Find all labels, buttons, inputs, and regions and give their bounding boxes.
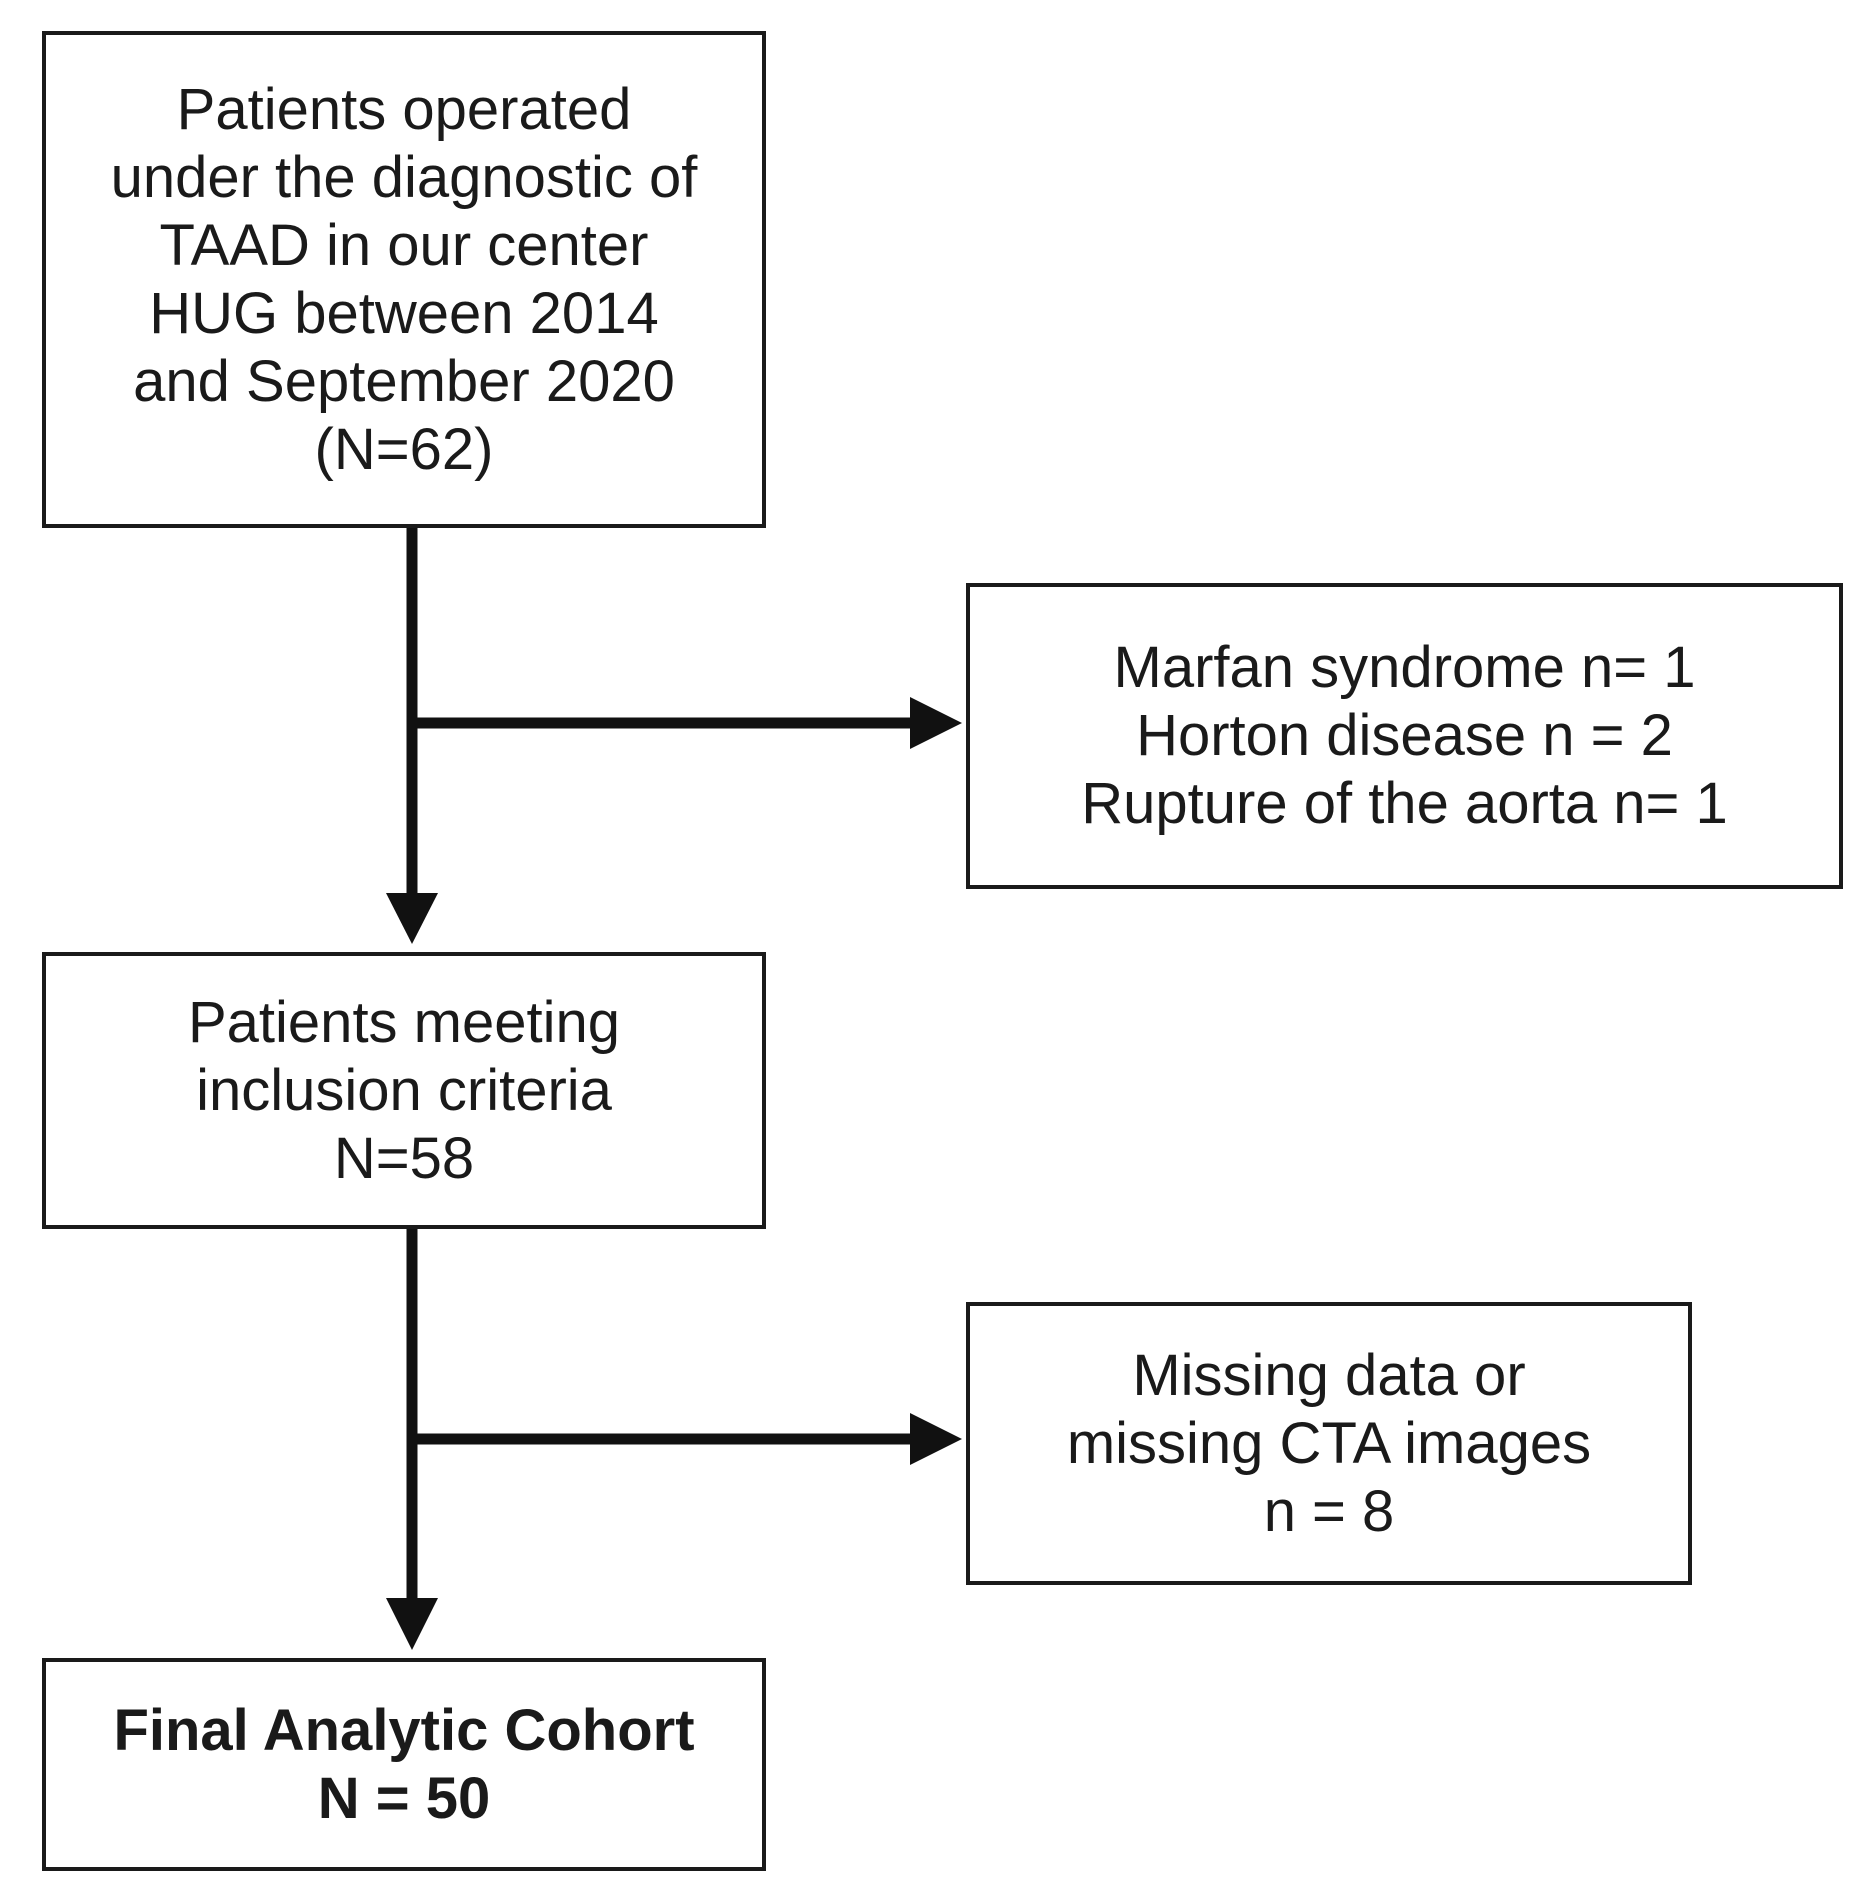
- exclusion-1-line-2: Horton disease n = 2: [1136, 703, 1673, 768]
- start-line-4: HUG between 2014: [149, 280, 659, 346]
- connector-to-exclusion-1: [412, 697, 962, 749]
- box-exclusions-missing-data: Missing data or missing CTA images n = 8: [966, 1302, 1692, 1585]
- connector-to-exclusion-2: [412, 1413, 962, 1465]
- box-patients-operated: Patients operated under the diagnostic o…: [42, 31, 766, 528]
- start-line-6: (N=62): [314, 416, 494, 482]
- start-line-2: under the diagnostic of: [110, 144, 698, 210]
- connector-inclusion-to-final: [386, 1229, 438, 1650]
- inclusion-line-1: Patients meeting: [187, 989, 621, 1055]
- final-line-2: N = 50: [317, 1765, 491, 1831]
- arrowhead-right-1: [910, 697, 962, 749]
- inclusion-line-3: N=58: [333, 1125, 475, 1191]
- box-exclusions-conditions: Marfan syndrome n= 1 Horton disease n = …: [966, 583, 1843, 889]
- exclusion-1-line-3: Rupture of the aorta n= 1: [1081, 771, 1728, 836]
- box-inclusion-criteria: Patients meeting inclusion criteria N=58: [42, 952, 766, 1229]
- arrowhead-down-1: [386, 893, 438, 944]
- final-line-1: Final Analytic Cohort: [113, 1697, 695, 1763]
- exclusion-2-line-3: n = 8: [1263, 1478, 1395, 1544]
- exclusion-2-line-1: Missing data or: [1132, 1342, 1526, 1408]
- start-line-5: and September 2020: [133, 348, 675, 414]
- box-final-cohort: Final Analytic Cohort N = 50: [42, 1658, 766, 1871]
- inclusion-line-2: inclusion criteria: [196, 1057, 612, 1123]
- start-line-1: Patients operated: [176, 76, 632, 142]
- exclusion-2-line-2: missing CTA images: [1066, 1410, 1592, 1476]
- connector-start-to-inclusion: [386, 528, 438, 944]
- arrowhead-right-2: [910, 1413, 962, 1465]
- arrowhead-down-2: [386, 1598, 438, 1650]
- start-line-3: TAAD in our center: [159, 212, 649, 278]
- exclusion-1-line-1: Marfan syndrome n= 1: [1113, 635, 1696, 700]
